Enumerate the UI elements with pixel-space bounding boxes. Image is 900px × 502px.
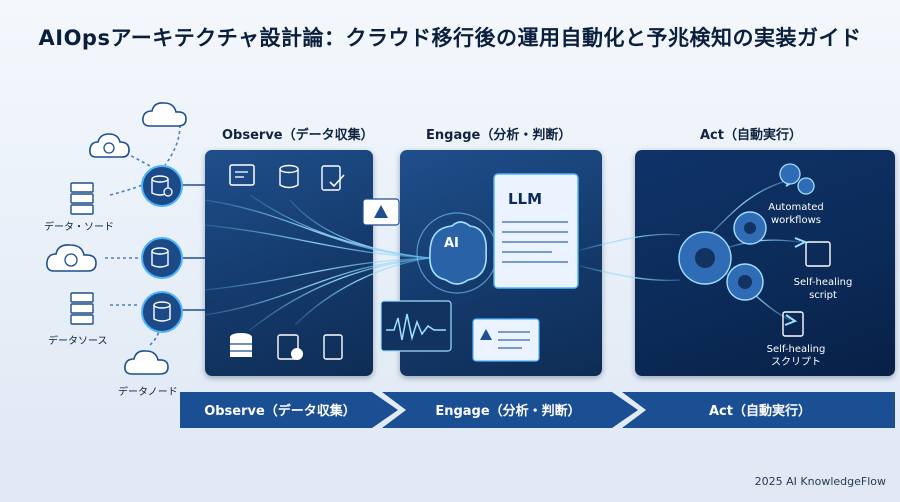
source-label-1: データ・ソード	[44, 222, 114, 233]
stage-label-observe: Observe（データ収集）	[222, 128, 374, 143]
stage-label-act: Act（自動実行）	[700, 128, 802, 143]
server-alert-icon	[277, 334, 303, 360]
llm-label: LLM	[508, 190, 543, 208]
act-panel	[635, 150, 895, 376]
monitor-icon	[229, 164, 255, 186]
cloud-icon	[142, 102, 187, 127]
document-gear-icon	[782, 311, 804, 337]
alert-message-card	[472, 318, 540, 362]
small-gears-icon	[779, 163, 815, 195]
arrow-label-act: Act（自動実行）	[709, 404, 811, 419]
footer-credit: 2025 AI KnowledgeFlow	[754, 475, 886, 488]
database-stack-icon	[230, 333, 252, 357]
waveform-chart	[380, 300, 452, 352]
llm-document	[493, 173, 579, 289]
checklist-icon	[321, 165, 345, 191]
server-icon	[70, 292, 94, 325]
warning-alert-icon	[362, 198, 400, 226]
database-gear-icon	[141, 237, 183, 279]
stage-label-engage: Engage（分析・判断）	[426, 128, 572, 143]
source-label-3: データノード	[118, 387, 178, 398]
gears-icon	[678, 211, 767, 301]
source-label-2: データソース	[48, 336, 108, 347]
arrow-label-engage: Engage（分析・判断）	[435, 404, 581, 419]
database-settings-icon	[279, 164, 299, 189]
database-search-icon	[141, 165, 183, 207]
script-icon	[805, 241, 831, 267]
page-title: AIOpsアーキテクチャ設計論：クラウド移行後の運用自動化と予兆検知の実装ガイド	[38, 26, 862, 50]
ai-brain-icon	[416, 212, 498, 294]
ai-label: AI	[444, 236, 459, 251]
arrow-label-observe: Observe（データ収集）	[204, 404, 356, 419]
database-icon	[141, 291, 183, 333]
cloud-sync-icon	[89, 133, 130, 158]
cloud-globe-icon	[46, 244, 97, 272]
cloud-icon	[124, 350, 169, 375]
server-icon	[70, 182, 94, 215]
document-settings-icon	[323, 334, 343, 360]
